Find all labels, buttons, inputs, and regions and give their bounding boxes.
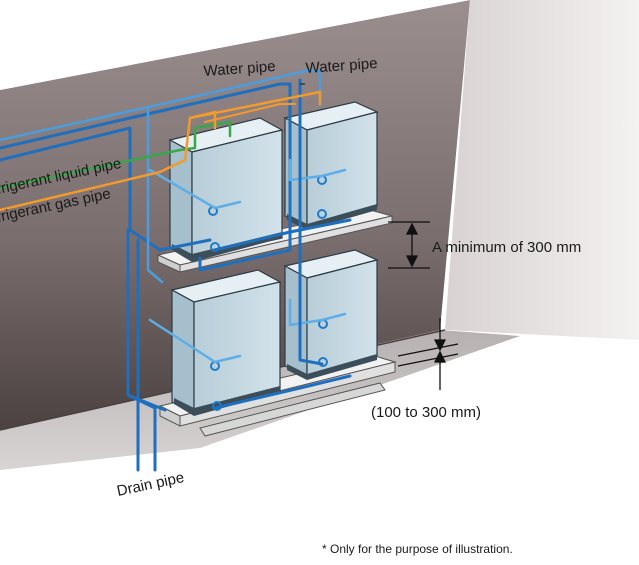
dimension-floor-clearance: [397, 318, 459, 390]
ceiling: [0, 0, 470, 90]
min-clearance-label: A minimum of 300 mm: [432, 239, 581, 256]
water-pipes: [0, 68, 352, 472]
floor: [0, 330, 639, 565]
unit-lower-left: [170, 269, 282, 416]
refrigerant-pipes: [0, 90, 322, 212]
water-pipe-label-1: Water pipe: [203, 58, 276, 80]
floor-clearance-label: (100 to 300 mm): [371, 404, 481, 421]
footnote: * Only for the purpose of illustration.: [322, 542, 513, 556]
water-pipe-label-2: Water pipe: [305, 55, 378, 77]
dimension-min-clearance: [388, 221, 430, 269]
right-wall: [445, 0, 639, 340]
unit-lower-right: [283, 249, 379, 380]
